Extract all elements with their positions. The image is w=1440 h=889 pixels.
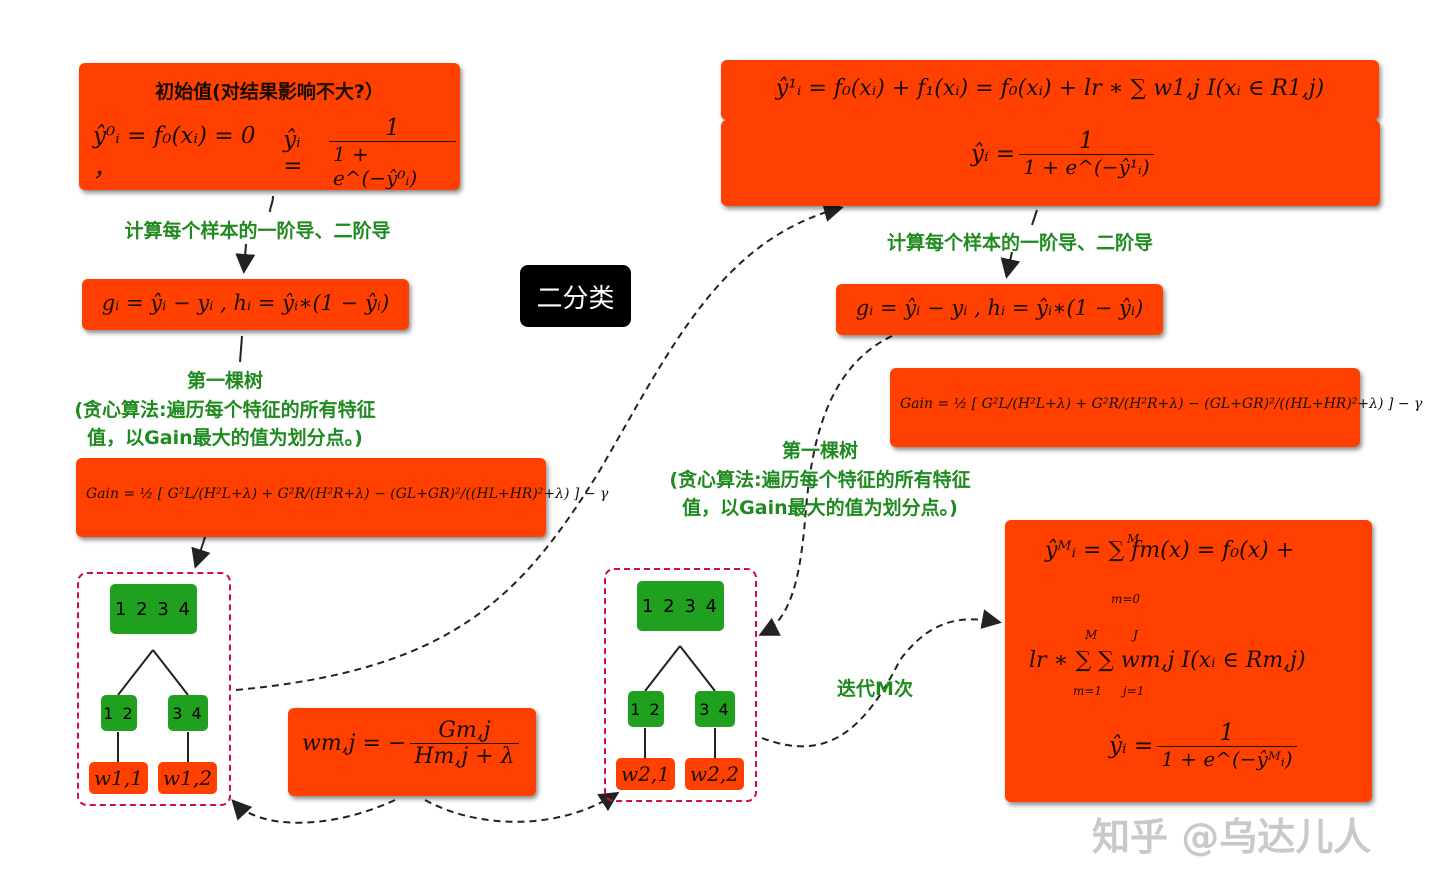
right-tree-label-3: 值，以Gain最大的值为划分点。) [682,497,958,519]
right-top-eq: ŷ¹ᵢ = f₀(xᵢ) + f₁(xᵢ) = f₀(xᵢ) + lr ∗ ∑ … [775,76,1325,101]
weight-lhs: wm,j = − [302,731,407,756]
init-num: 1 [385,115,400,141]
sum2-bottom: m=1 [1073,684,1103,698]
weight-box: wm,j = − Gm,j Hm,j + λ [288,708,536,796]
tree1-leaf-w11: w1,1 [89,762,148,794]
left-grad-box: gᵢ = ŷᵢ − yᵢ , hᵢ = ŷᵢ∗(1 − ŷᵢ) [82,279,409,330]
tree1-root: 1 2 3 4 [110,584,197,634]
final-eq3: ŷᵢ = [1109,732,1154,759]
sum3-bottom: j=1 [1123,684,1145,698]
weight-num: Gm,j [438,718,491,743]
right-grad-eq: gᵢ = ŷᵢ − yᵢ , hᵢ = ŷᵢ∗(1 − ŷᵢ) [855,296,1144,320]
init-header: 初始值(对结果影响不大?） [155,81,384,103]
tree2-root: 1 2 3 4 [637,581,724,631]
tree1-leaf-w12: w1,2 [158,762,217,794]
left-grad-eq: gᵢ = ŷᵢ − yᵢ , hᵢ = ŷᵢ∗(1 − ŷᵢ) [101,291,390,315]
sum2-top: M [1085,628,1098,642]
iter-label: 迭代M次 [837,678,913,700]
final-box: ŷᴹᵢ = ∑ fm(x) = f₀(x) + M m=0 lr ∗ ∑ ∑ w… [1005,520,1372,802]
right-top-den: 1 + e^(−ŷ¹ᵢ) [1019,154,1154,179]
tree2-left-node: 1 2 [628,691,664,727]
sum1-bottom: m=0 [1111,592,1141,606]
right-gain-eq: Gain = ½ [ G²L/(H²L+λ) + G²R/(H²R+λ) − (… [900,396,1423,412]
right-tree-label-2: (贪心算法:遍历每个特征的所有特征 [669,469,971,491]
tree2-leaf-w21: w2,1 [616,758,675,790]
tree1-right-node: 3 4 [168,695,208,731]
left-gain-eq: Gain = ½ [ G²L/(H²L+λ) + G²R/(H²R+λ) − (… [86,486,609,502]
right-gain-box: Gain = ½ [ G²L/(H²L+λ) + G²R/(H²R+λ) − (… [890,368,1423,447]
final-eq2: lr ∗ ∑ ∑ wm,j I(xᵢ ∈ Rm,j) [1029,648,1306,673]
init-box: 初始值(对结果影响不大?） ŷ⁰ᵢ = f₀(xᵢ) = 0 ， ŷᵢ = 1 … [79,63,460,190]
sum3-top: J [1133,628,1138,642]
tree1-frame [77,572,231,806]
left-tree-label-2: (贪心算法:遍历每个特征的所有特征 [74,399,376,421]
right-tree-label-1: 第一棵树 [781,440,858,462]
weight-den: Hm,j + λ [410,743,519,769]
watermark: 知乎 @乌达儿人 [1092,815,1372,859]
page-title: 二分类 [520,265,631,327]
tree1-left-node: 1 2 [101,695,137,731]
final-den: 1 + e^(−ŷᴹᵢ) [1157,746,1297,771]
final-eq1: ŷᴹᵢ = ∑ fm(x) = f₀(x) + [1045,538,1295,563]
sum1-top: M [1127,532,1140,546]
right-deriv-label: 计算每个样本的一阶导、二阶导 [886,232,1153,254]
right-top-box: ŷ¹ᵢ = f₀(xᵢ) + f₁(xᵢ) = f₀(xᵢ) + lr ∗ ∑ … [721,60,1379,120]
right-top-eq2: ŷᵢ = [971,140,1016,167]
tree2-right-node: 3 4 [695,691,735,727]
left-tree-label-1: 第一棵树 [186,370,263,392]
tree2-leaf-w22: w2,2 [685,758,744,790]
right-top-num: 1 [1079,128,1094,154]
final-num: 1 [1219,720,1235,746]
left-tree-label-3: 值，以Gain最大的值为划分点。) [87,427,363,449]
tree2-frame [604,568,757,802]
right-grad-box: gᵢ = ŷᵢ − yᵢ , hᵢ = ŷᵢ∗(1 − ŷᵢ) [836,284,1163,335]
right-top-box-2: ŷᵢ = 1 1 + e^(−ŷ¹ᵢ) [721,120,1380,206]
init-eq1: ŷ⁰ᵢ = f₀(xᵢ) = 0 ， [93,122,256,182]
left-deriv-label: 计算每个样本的一阶导、二阶导 [124,220,391,242]
left-gain-box: Gain = ½ [ G²L/(H²L+λ) + G²R/(H²R+λ) − (… [76,458,609,537]
init-den: 1 + e^(−ŷ⁰ᵢ) [328,141,456,190]
init-eq2: ŷᵢ = [283,126,303,179]
